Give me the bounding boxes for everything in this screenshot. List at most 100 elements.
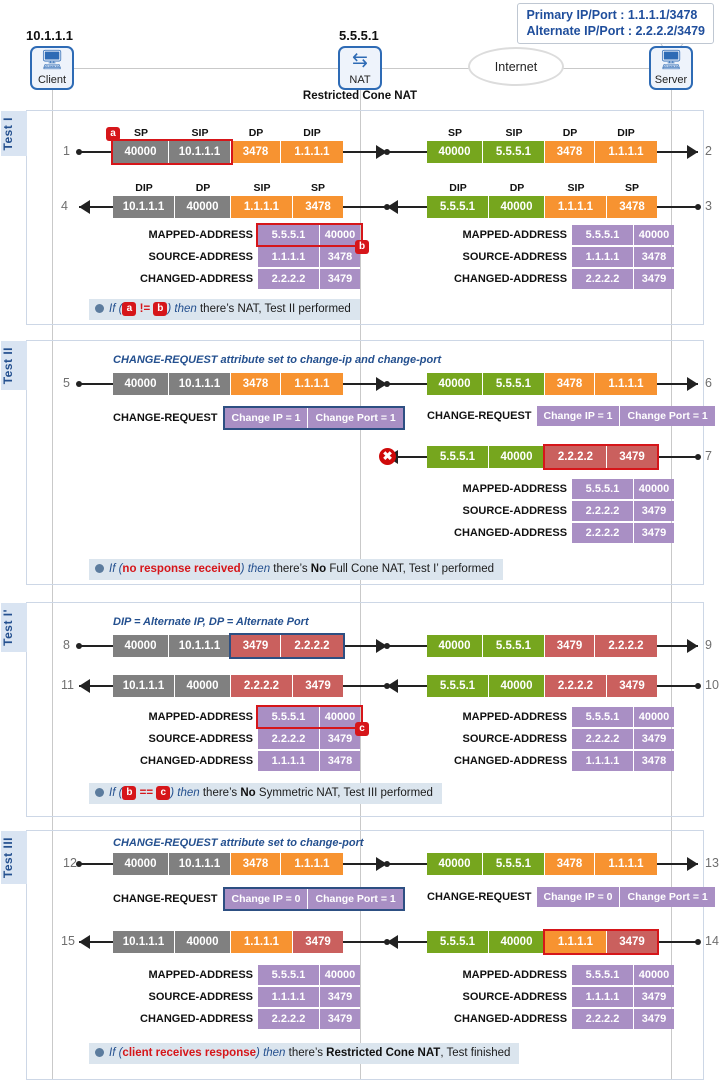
- attribute-ip: 5.5.5.1: [572, 479, 634, 499]
- attribute-name: CHANGED-ADDRESS: [140, 273, 254, 285]
- packet-field: 1.1.1.1: [281, 853, 343, 875]
- origin-dot: [76, 149, 82, 155]
- arrow-head-left: [387, 200, 398, 214]
- conclusion-if: If (: [109, 787, 123, 799]
- conclusion-tail-bold: No: [240, 787, 256, 799]
- packet-field: 5.5.5.1: [427, 675, 489, 697]
- step-number: 14: [705, 934, 719, 948]
- packet-field: 40000: [489, 446, 545, 468]
- topology-header: Primary IP/Port : 1.1.1.1/3478 Alternate…: [0, 0, 720, 108]
- marker-badge-c: c: [355, 722, 369, 736]
- packet-field: 3478: [607, 196, 657, 218]
- origin-dot: [695, 204, 701, 210]
- server-lifeline: [671, 90, 672, 1080]
- client-node-label: Client: [37, 74, 67, 86]
- packet-field-header: DP: [509, 182, 525, 194]
- conclusion-if: If (: [109, 1047, 123, 1059]
- attribute-ip: 2.2.2.2: [572, 269, 634, 289]
- origin-dot: [695, 454, 701, 460]
- packet-field: 1.1.1.1: [281, 373, 343, 395]
- origin-dot: [76, 381, 82, 387]
- test-panel-3: Test I'DIP = Alternate IP, DP = Alternat…: [1, 602, 719, 817]
- packet-field: 2.2.2.2: [545, 446, 607, 468]
- packet-field-header: DIP: [135, 182, 153, 194]
- packet-field: 40000: [113, 141, 169, 163]
- attribute-ip: 5.5.5.1: [572, 965, 634, 985]
- marker-badge-b: b: [153, 301, 168, 316]
- attribute-name: MAPPED-ADDRESS: [462, 711, 567, 723]
- attribute-port: 3479: [634, 1009, 674, 1029]
- step-number: 13: [705, 856, 719, 870]
- internet-cloud: Internet: [468, 47, 564, 86]
- attribute-port: 40000: [634, 225, 674, 245]
- arrow-head-left: [387, 679, 398, 693]
- step-number: 7: [705, 449, 712, 463]
- attribute-ip: 2.2.2.2: [258, 729, 320, 749]
- packet-field: 3479: [231, 635, 281, 657]
- origin-dot: [695, 939, 701, 945]
- packet-field: 10.1.1.1: [169, 373, 231, 395]
- attribute-name: CHANGED-ADDRESS: [454, 1013, 568, 1025]
- packet-field-header: SP: [133, 127, 148, 139]
- packet-field: 3478: [545, 141, 595, 163]
- attribute-ip: 1.1.1.1: [572, 987, 634, 1007]
- attribute-name: SOURCE-ADDRESS: [462, 733, 567, 745]
- client-node: 🖥 Client: [30, 46, 74, 90]
- wire-nat-internet: [382, 68, 470, 69]
- packet-field: 1.1.1.1: [231, 931, 293, 953]
- change-request-cell: Change Port = 1: [308, 889, 403, 909]
- packet-field-header: SP: [624, 182, 639, 194]
- attribute-port: 40000: [320, 225, 360, 245]
- marker-badge-a: a: [122, 301, 137, 316]
- packet-field: 3479: [607, 446, 657, 468]
- test-tab-label: Test I': [1, 603, 27, 652]
- bullet-icon: [95, 564, 104, 574]
- test-tab-text: Test II: [1, 347, 15, 385]
- attribute-port: 3479: [320, 987, 360, 1007]
- origin-dot: [384, 381, 390, 387]
- client-ip-label: 10.1.1.1: [26, 28, 73, 43]
- packet-field: 1.1.1.1: [231, 196, 293, 218]
- packet-field: 40000: [427, 373, 483, 395]
- packet-field: 1.1.1.1: [595, 141, 657, 163]
- arrow-head-right: [376, 857, 387, 871]
- origin-dot: [695, 683, 701, 689]
- arrow-head-right: [376, 145, 387, 159]
- wire-client-nat: [74, 68, 338, 69]
- attribute-port: 40000: [320, 707, 360, 727]
- packet-field: 40000: [113, 853, 169, 875]
- marker-badge-c: c: [156, 785, 171, 800]
- packet-field: 3478: [545, 373, 595, 395]
- conclusion-then: then: [263, 1047, 286, 1059]
- packet-field: 3478: [545, 853, 595, 875]
- attribute-port: 3478: [320, 751, 360, 771]
- packet-field-header: SIP: [191, 127, 209, 139]
- change-request-label: CHANGE-REQUEST: [427, 891, 532, 903]
- origin-dot: [384, 643, 390, 649]
- packet-field: 10.1.1.1: [169, 853, 231, 875]
